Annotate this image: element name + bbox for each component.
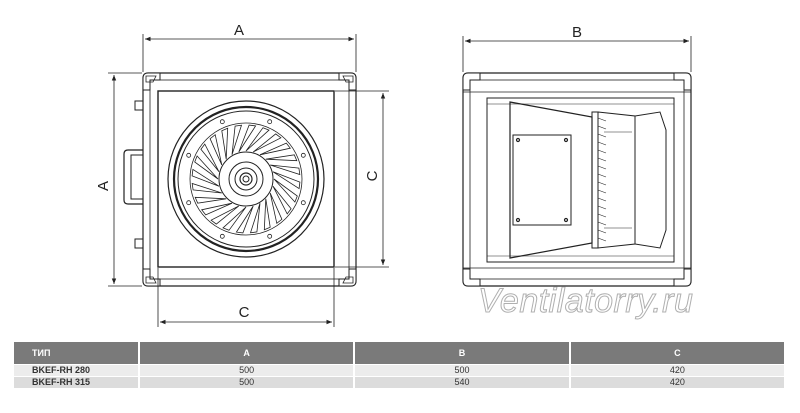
dimension-label-c-right: C	[364, 170, 381, 181]
fan-technical-drawing: A A C C B	[95, 22, 692, 327]
impeller-blade	[194, 155, 219, 180]
impeller-fin	[597, 205, 607, 210]
mounting-hole	[219, 233, 225, 239]
impeller-fin	[597, 181, 607, 186]
mounting-hole	[267, 233, 273, 239]
side-dimensions	[462, 36, 692, 72]
impeller-fin	[597, 149, 607, 154]
impeller-blade	[221, 127, 229, 160]
impeller-fin	[597, 221, 607, 226]
impeller-blade	[231, 124, 243, 155]
impeller-blade	[259, 142, 292, 156]
side-view	[462, 72, 692, 287]
impeller-fin	[597, 237, 607, 242]
impeller-blade	[238, 124, 257, 153]
table-row: BKEF-RH 315 500 540 420	[14, 376, 787, 388]
dimensions-table: ТИП A B C BKEF-RH 280 500 500 420 BKEF-R…	[14, 342, 787, 388]
column-header-c: C	[569, 342, 787, 365]
impeller-blade	[270, 164, 301, 176]
impeller-blade	[235, 205, 254, 234]
cell-a: 500	[139, 364, 356, 377]
dimension-label-c-bottom: C	[239, 304, 250, 321]
impeller-fin	[597, 125, 607, 130]
impeller-blade	[272, 185, 292, 215]
mounting-hole	[186, 200, 192, 206]
mounting-hole	[300, 200, 306, 206]
impeller-blade	[200, 143, 220, 173]
impeller-blade	[249, 203, 261, 234]
table-header-row: ТИП A B C	[14, 342, 787, 365]
impeller-blade	[222, 206, 247, 231]
column-header-b: B	[354, 342, 571, 365]
impeller-blade	[194, 196, 227, 204]
table-row: BKEF-RH 280 500 500 420	[14, 364, 787, 377]
impeller-fin	[597, 173, 607, 178]
impeller-fin	[597, 165, 607, 170]
dimension-label-a-top: A	[234, 22, 244, 39]
impeller-fin	[597, 157, 607, 162]
cell-type: BKEF-RH 280	[14, 364, 140, 377]
impeller-blade	[265, 154, 298, 162]
impeller-blade	[272, 171, 301, 190]
impeller-fin	[597, 197, 607, 202]
cell-type: BKEF-RH 315	[14, 376, 140, 388]
mounting-hole	[300, 152, 306, 158]
cell-c: 420	[569, 364, 787, 377]
impeller-blade	[191, 182, 222, 194]
impeller-blade	[263, 198, 271, 231]
watermark: Ventilatorry.ru	[477, 282, 694, 321]
mounting-hole	[186, 152, 192, 158]
front-view	[123, 72, 357, 287]
impeller-blade	[210, 205, 240, 225]
impeller-fin	[597, 189, 607, 194]
dimension-label-a-left: A	[95, 181, 112, 191]
impeller-fin	[597, 229, 607, 234]
impeller-blade	[273, 178, 298, 203]
cell-a: 500	[139, 376, 356, 388]
impeller-fin	[597, 117, 607, 122]
impeller-blade	[200, 202, 233, 216]
impeller-blade	[252, 133, 282, 153]
impeller-fin	[597, 133, 607, 138]
column-header-a: A	[139, 342, 356, 365]
column-header-type: ТИП	[14, 342, 140, 365]
cell-c: 420	[569, 376, 787, 388]
mounting-hole	[267, 119, 273, 125]
impeller-blade	[191, 168, 220, 187]
impeller-blade	[269, 192, 283, 225]
mounting-hole	[219, 119, 225, 125]
impeller-blade	[245, 127, 270, 152]
front-dimensions	[108, 34, 389, 327]
impeller-fin	[597, 213, 607, 218]
cell-b: 540	[354, 376, 571, 388]
impeller-fin	[597, 141, 607, 146]
dimension-label-b-top: B	[572, 24, 582, 41]
impeller-blade	[209, 133, 223, 166]
cell-b: 500	[354, 364, 571, 377]
